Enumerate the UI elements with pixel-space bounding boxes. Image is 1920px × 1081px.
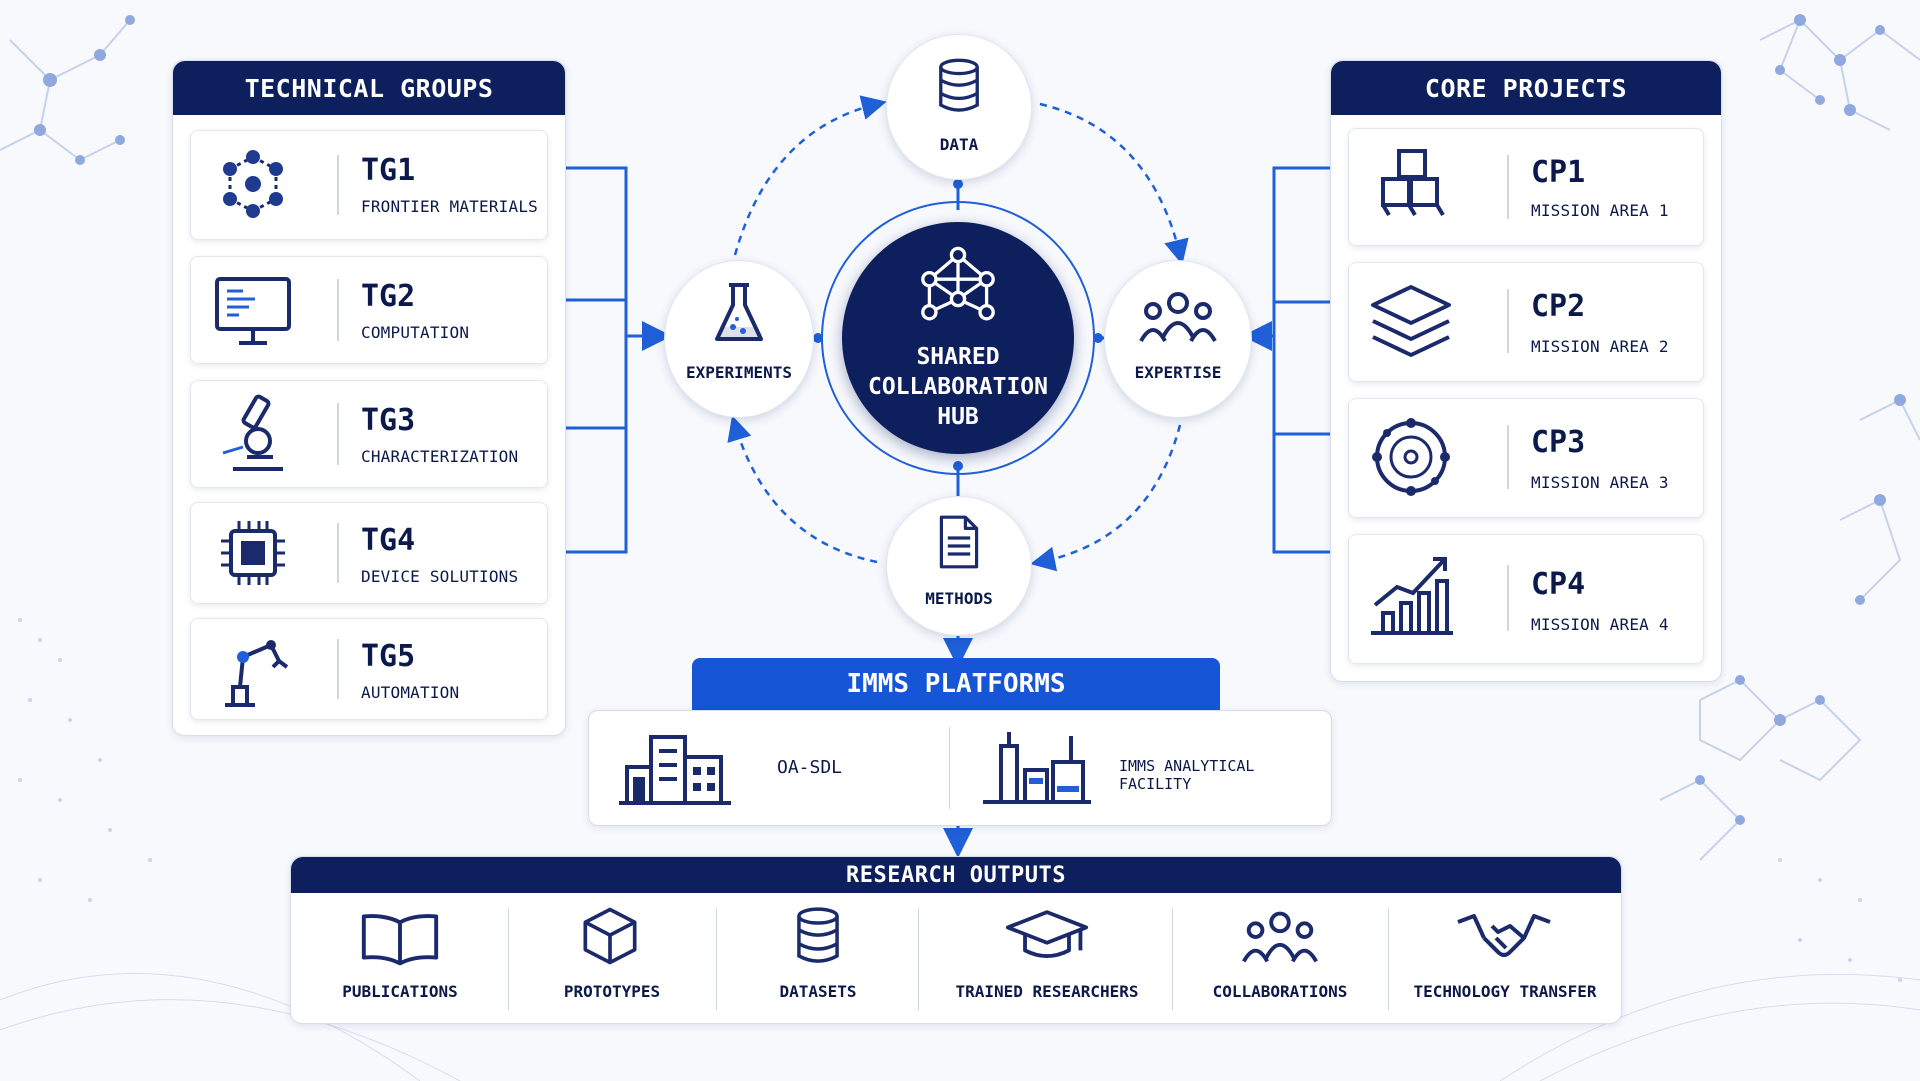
database-icon [939, 58, 979, 112]
cp2-card[interactable]: CP2 MISSION AREA 2 [1348, 262, 1704, 382]
monitor-code-icon [215, 277, 291, 345]
robot-arm-icon [225, 640, 289, 707]
technical-groups-title: TECHNICAL GROUPS [173, 61, 565, 115]
core-projects-title: CORE PROJECTS [1331, 61, 1721, 115]
cp1-card[interactable]: CP1 MISSION AREA 1 [1348, 128, 1704, 246]
cp4-code: CP4 [1531, 567, 1586, 602]
cp1-name: MISSION AREA 1 [1531, 201, 1669, 220]
network-icon [921, 246, 995, 321]
output-trained-researchers[interactable]: TRAINED RESEARCHERS [924, 900, 1170, 1010]
platform-analytical-facility-label: IMMS ANALYTICAL FACILITY [1119, 757, 1255, 793]
cp1-code: CP1 [1531, 155, 1586, 190]
data-node-label: DATA [939, 135, 979, 154]
lab-facility-icon [983, 732, 1091, 804]
output-trained-researchers-label: TRAINED RESEARCHERS [955, 982, 1139, 1001]
output-datasets-label: DATASETS [779, 982, 857, 1001]
growth-chart-icon [1371, 557, 1453, 635]
building-icon [619, 735, 731, 805]
hub-title-line-3: HUB [937, 404, 979, 430]
output-technology-transfer-label: TECHNOLOGY TRANSFER [1413, 982, 1597, 1001]
output-datasets[interactable]: DATASETS [730, 900, 906, 1010]
datasets-icon [797, 907, 839, 963]
hub-title-line-1: SHARED [916, 344, 1000, 370]
data-node[interactable]: DATA [886, 34, 1032, 180]
tg4-name: DEVICE SOLUTIONS [361, 567, 519, 586]
platforms-title: IMMS PLATFORMS [692, 658, 1220, 710]
cubes-icon [1381, 149, 1445, 217]
tg4-code: TG4 [361, 523, 416, 558]
hub-title-line-2: COLLABORATION [867, 374, 1048, 400]
tg1-name: FRONTIER MATERIALS [361, 197, 538, 216]
chip-icon [221, 521, 285, 585]
tg2-card[interactable]: TG2 COMPUTATION [190, 256, 548, 364]
platforms-panel: OA-SDL IMMS ANALYTICAL FACILITY [588, 710, 1332, 826]
flask-icon [715, 283, 763, 341]
tg3-card[interactable]: TG3 CHARACTERIZATION [190, 380, 548, 488]
cp2-name: MISSION AREA 2 [1531, 337, 1669, 356]
tg5-name: AUTOMATION [361, 683, 460, 702]
output-prototypes-label: PROTOTYPES [563, 982, 661, 1001]
experiments-node-label: EXPERIMENTS [686, 363, 792, 382]
graduation-cap-icon [1005, 910, 1089, 959]
molecule-icon [223, 150, 283, 218]
experiments-node[interactable]: EXPERIMENTS [664, 260, 814, 418]
expertise-node[interactable]: EXPERTISE [1104, 260, 1252, 418]
tg5-code: TG5 [361, 639, 416, 674]
collaborations-icon [1242, 911, 1318, 963]
tg2-code: TG2 [361, 279, 416, 314]
people-icon [1139, 292, 1217, 343]
output-collaborations-label: COLLABORATIONS [1212, 982, 1348, 1001]
tg1-card[interactable]: TG1 FRONTIER MATERIALS [190, 130, 548, 240]
platform-oa-sdl-label: OA-SDL [777, 757, 843, 778]
atom-orbit-icon [1372, 418, 1450, 496]
methods-node-label: METHODS [925, 589, 993, 608]
output-publications[interactable]: PUBLICATIONS [310, 900, 490, 1010]
output-collaborations[interactable]: COLLABORATIONS [1180, 900, 1380, 1010]
cp4-card[interactable]: CP4 MISSION AREA 4 [1348, 534, 1704, 664]
cp3-name: MISSION AREA 3 [1531, 473, 1669, 492]
microscope-icon [222, 394, 283, 471]
tg1-code: TG1 [361, 153, 416, 188]
layers-icon [1371, 285, 1451, 357]
cube-icon [583, 907, 637, 965]
expertise-node-label: EXPERTISE [1134, 363, 1222, 382]
research-outputs-title: RESEARCH OUTPUTS [291, 857, 1621, 893]
hub-circle[interactable]: SHARED COLLABORATION HUB [842, 222, 1074, 454]
hub-title: SHARED COLLABORATION HUB [842, 342, 1074, 432]
document-icon [939, 515, 979, 569]
output-prototypes[interactable]: PROTOTYPES [524, 900, 700, 1010]
tg3-name: CHARACTERIZATION [361, 447, 519, 466]
tg2-name: COMPUTATION [361, 323, 470, 342]
methods-node[interactable]: METHODS [886, 496, 1032, 636]
handshake-icon [1457, 914, 1551, 957]
tg4-card[interactable]: TG4 DEVICE SOLUTIONS [190, 502, 548, 604]
output-publications-label: PUBLICATIONS [342, 982, 458, 1001]
cp4-name: MISSION AREA 4 [1531, 615, 1669, 634]
tg5-card[interactable]: TG5 AUTOMATION [190, 618, 548, 720]
cp2-code: CP2 [1531, 289, 1586, 324]
cp3-card[interactable]: CP3 MISSION AREA 3 [1348, 398, 1704, 518]
output-technology-transfer[interactable]: TECHNOLOGY TRANSFER [1396, 900, 1614, 1010]
cp3-code: CP3 [1531, 425, 1586, 460]
research-outputs-panel: RESEARCH OUTPUTS [290, 856, 1622, 1024]
tg3-code: TG3 [361, 403, 416, 438]
book-icon [361, 914, 439, 966]
